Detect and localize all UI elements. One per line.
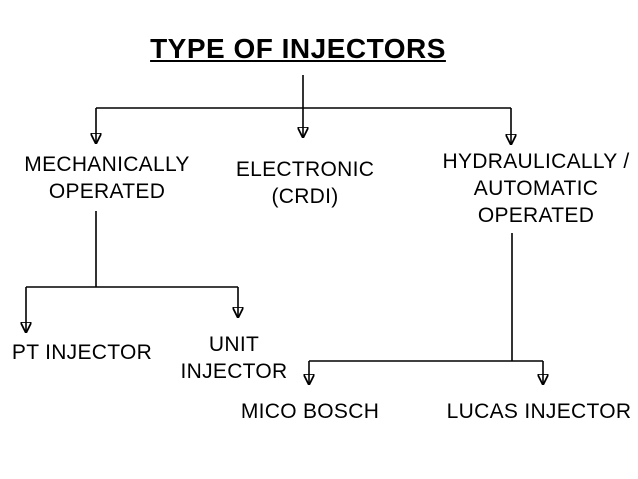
node-electronic-crdi: ELECTRONIC (CRDI) bbox=[235, 158, 375, 208]
node-lucas-injector: LUCAS INJECTOR bbox=[446, 400, 632, 423]
node-mechanically-operated: MECHANICALLY OPERATED bbox=[24, 153, 190, 203]
node-mico-bosch: MICO BOSCH bbox=[240, 400, 380, 423]
diagram-title: TYPE OF INJECTORS bbox=[150, 33, 446, 64]
node-pt-injector: PT INJECTOR bbox=[11, 341, 153, 364]
node-hydraulically-automatic-operated: HYDRAULICALLY / AUTOMATIC OPERATED bbox=[442, 150, 630, 227]
node-unit-injector: UNIT INJECTOR bbox=[180, 333, 288, 383]
